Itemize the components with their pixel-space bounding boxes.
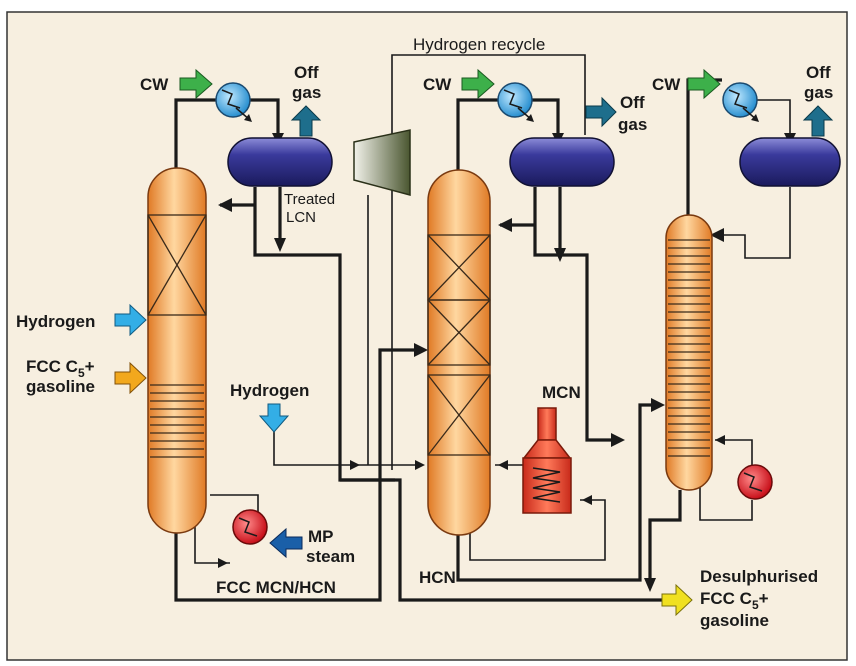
arrowhead-col2-reflux (498, 218, 512, 232)
cw-arrow-icon (687, 68, 721, 100)
off-gas-label: Off (620, 93, 645, 112)
col3-reboiler-return (715, 439, 753, 465)
hydrogen-feed-label: Hydrogen (16, 312, 95, 331)
arrowhead-mcn (611, 433, 625, 447)
off-gas-arrow-icon (290, 105, 322, 137)
hcn-label: HCN (419, 568, 456, 587)
arrowhead-col3-reflux (710, 228, 724, 242)
arrowhead-drum2-out (554, 248, 566, 262)
hydrogen-recycle-label: Hydrogen recycle (413, 35, 545, 54)
arrowhead-h2-b (415, 460, 425, 470)
fcc-c5-feed-label: FCC C5+ (26, 357, 95, 380)
desulph-product-label: Desulphurised (700, 567, 818, 586)
column-2 (427, 169, 491, 536)
reflux-drum-2 (509, 137, 615, 187)
fcc-mcn-hcn-label: FCC MCN/HCN (216, 578, 336, 597)
column-3 (665, 214, 713, 491)
hydrogen-arrow-icon (114, 303, 147, 337)
desulph-product-label: FCC C5+ (700, 589, 769, 612)
off-gas-label: gas (292, 83, 321, 102)
arrowhead-reb3 (715, 435, 725, 445)
feed-arrow-icon (114, 361, 147, 395)
column-1 (147, 167, 207, 534)
col3-reboiler-supply (699, 480, 753, 521)
fcc-c5-feed-label: gasoline (26, 377, 95, 396)
col3-trays (668, 239, 710, 457)
hydrogen-mid-label: Hydrogen (230, 381, 309, 400)
arrowhead-heater-out (498, 460, 508, 470)
condenser-icon (215, 82, 252, 122)
col3-bottom-pipe (648, 490, 682, 580)
col1-trays (150, 384, 204, 458)
arrowhead-heater-in (582, 495, 592, 505)
off-gas-arrow-icon (802, 105, 834, 137)
arrowhead-col3-bottom (644, 578, 656, 592)
cw-label: CW (140, 75, 169, 94)
desulph-product-pipe (340, 478, 662, 602)
cooler1-to-drum1-pipe (250, 98, 280, 135)
condenser-icon (722, 82, 759, 122)
col3-reflux-pipe (712, 187, 791, 259)
off-gas-label: Off (294, 63, 319, 82)
cw-arrow-icon (179, 68, 213, 100)
arrowhead-col3-feed (651, 398, 665, 412)
desulph-product-label: gasoline (700, 611, 769, 630)
mp-steam-label: MP (308, 527, 334, 546)
reboiler-icon (232, 509, 268, 545)
mcn-pipe (533, 187, 612, 442)
pipework (174, 54, 791, 602)
reboiler-icon (737, 464, 773, 500)
compressor-icon (353, 129, 411, 196)
col2-packing (427, 234, 491, 456)
cooler2-to-drum2-pipe (532, 98, 560, 135)
col2-overhead-pipe (456, 98, 499, 170)
cooler3-to-drum3-pipe (756, 99, 791, 135)
arrowhead-reb1 (218, 558, 228, 568)
arrowhead-treated-lcn (274, 238, 286, 252)
reflux-drum-1 (227, 137, 333, 187)
fired-heater-icon (522, 407, 572, 514)
hydrogen-arrow-icon (258, 403, 290, 433)
hydrogen-recycle-pipe (391, 54, 586, 470)
off-gas-label: gas (618, 115, 647, 134)
off-gas-arrow-icon (585, 96, 617, 128)
flow-arrowheads (218, 133, 796, 592)
product-arrow-icon (661, 583, 693, 617)
diagram-frame (6, 11, 848, 661)
arrowhead-col2-feed (414, 343, 428, 357)
arrowhead-h2-a (350, 460, 360, 470)
heater-feed-pipe (469, 499, 606, 561)
off-gas-label: Off (806, 63, 831, 82)
cw-label: CW (652, 75, 681, 94)
hcn-pipe (456, 403, 660, 582)
condenser-icon (497, 82, 534, 122)
col1-overhead-pipe (174, 98, 217, 168)
off-gas-label: gas (804, 83, 833, 102)
hydrogen-mid-pipe (273, 430, 420, 466)
col1-packing (147, 214, 207, 316)
treated-lcn-label: LCN (286, 209, 316, 226)
reflux-drum-3 (739, 137, 841, 187)
cw-label: CW (423, 75, 452, 94)
mp-steam-label: steam (306, 547, 355, 566)
cw-arrow-icon (461, 68, 495, 100)
steam-arrow-icon (269, 527, 303, 559)
mcn-label: MCN (542, 383, 581, 402)
arrowhead-col1-reflux (218, 198, 232, 212)
treated-lcn-label: Treated (284, 191, 335, 208)
